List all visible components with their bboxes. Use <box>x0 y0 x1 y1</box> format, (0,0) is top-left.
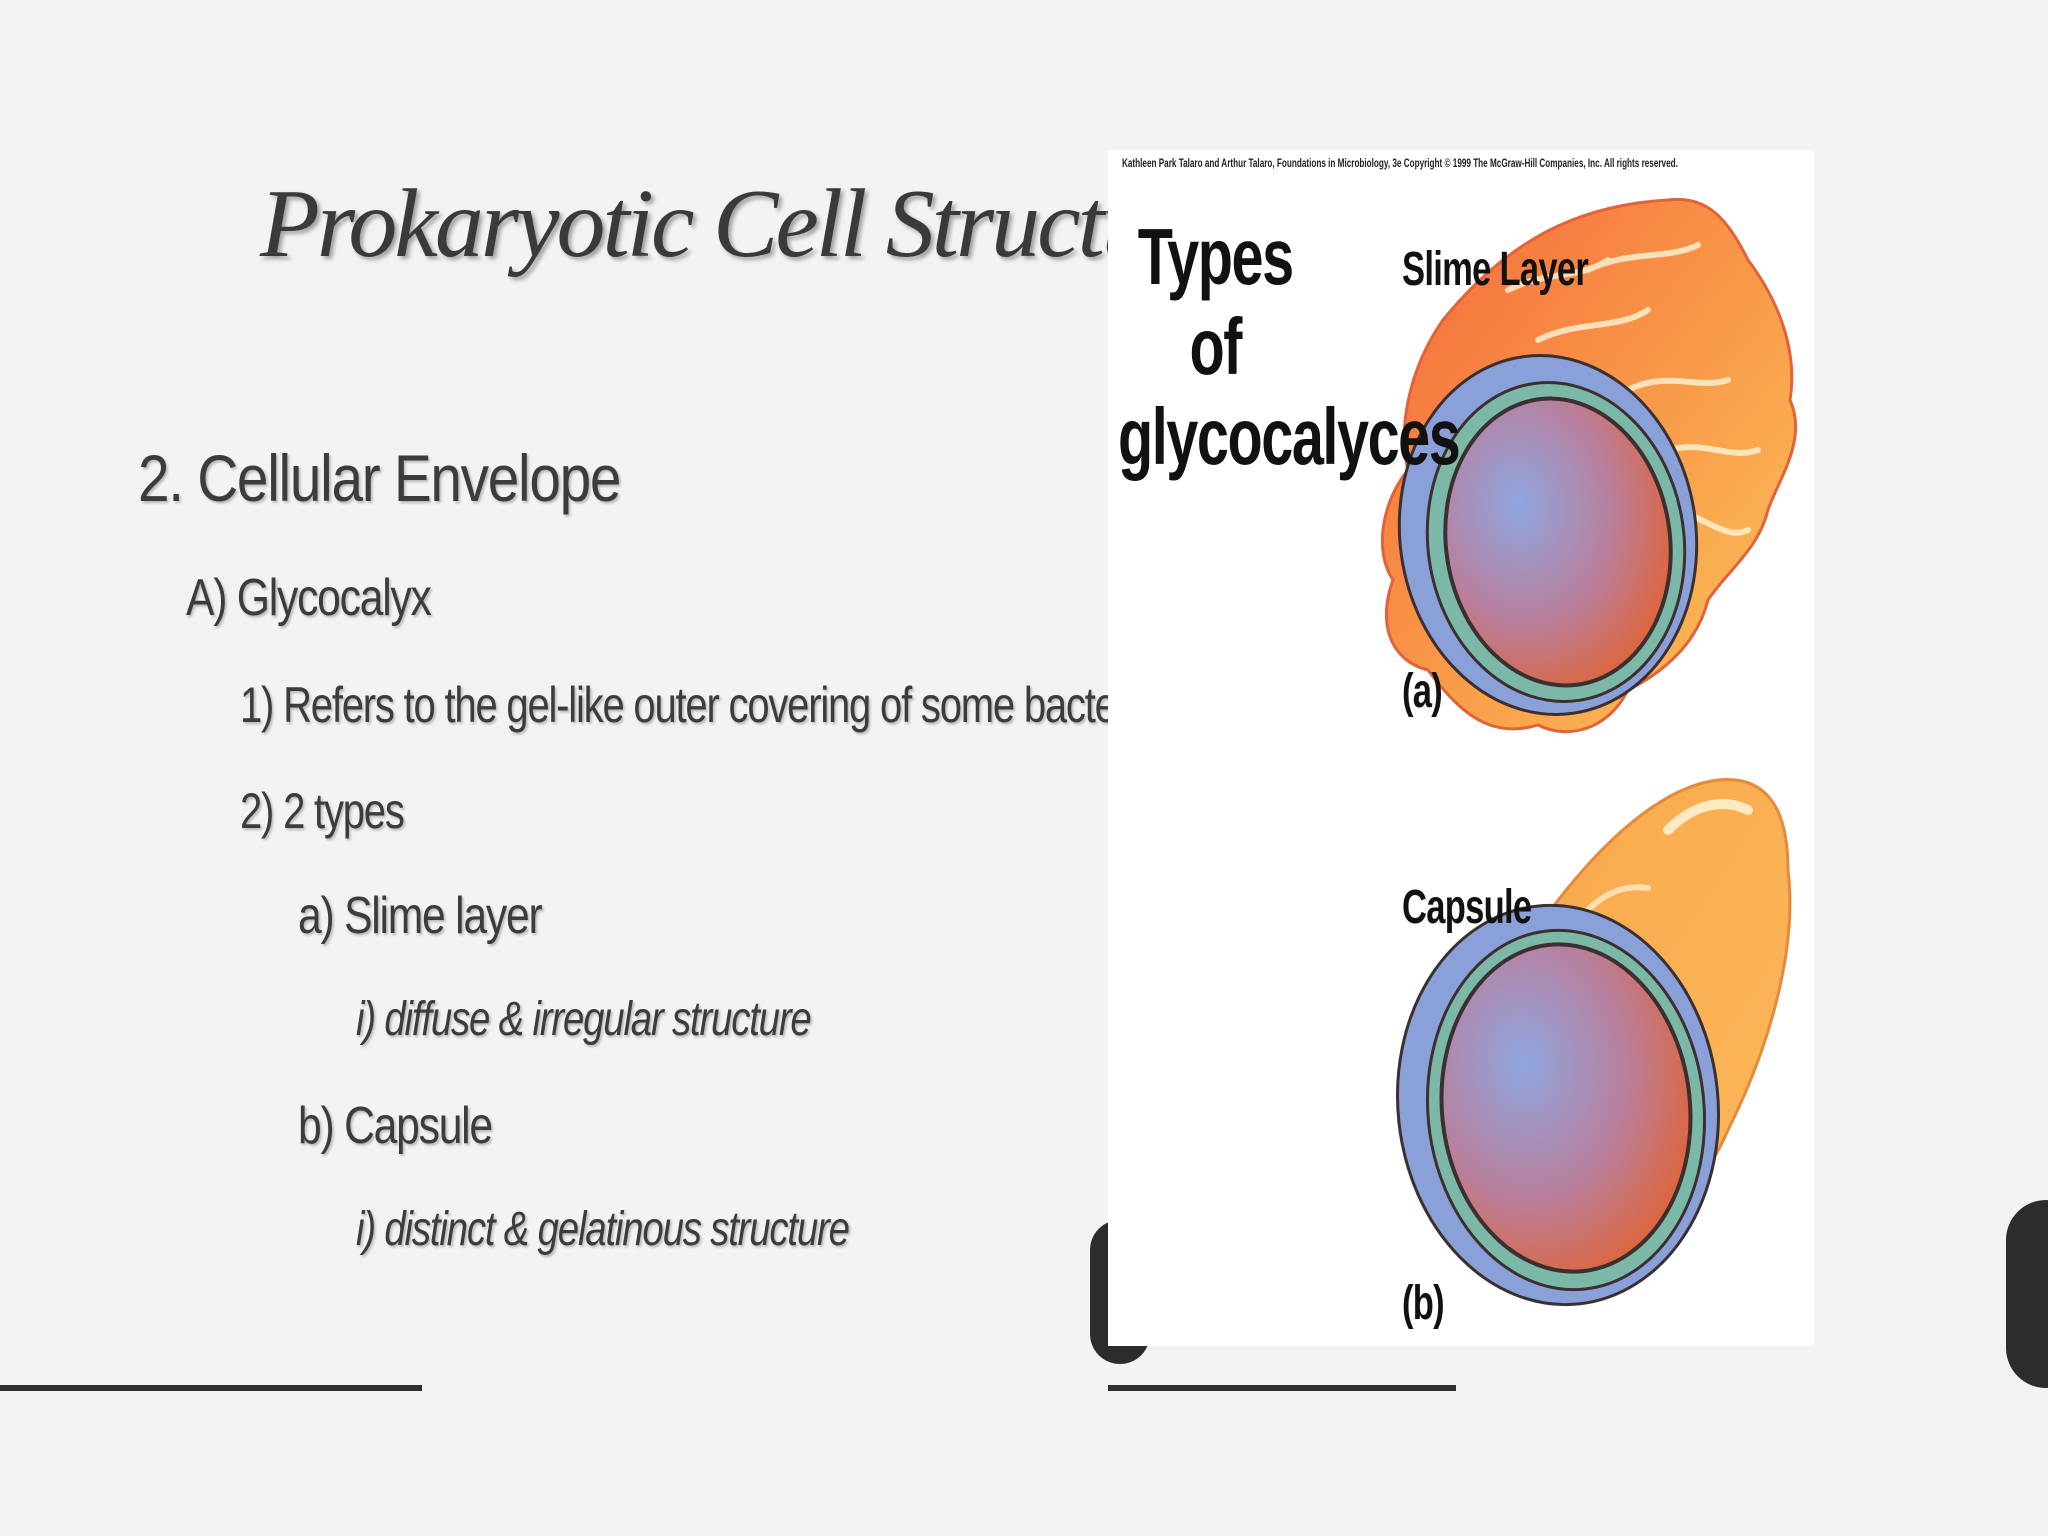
outline-item-capsule: b) Capsule <box>298 1097 493 1155</box>
capsule-diagram <box>1396 778 1792 1307</box>
outline-item-cellular-envelope: 2. Cellular Envelope <box>138 441 621 515</box>
outline-item-capsule-description: i) distinct & gelatinous structure <box>356 1203 850 1256</box>
glycocalyx-illustration <box>1380 197 1798 1307</box>
figure-heading: Types of glycocalyces <box>1118 212 1461 482</box>
outline-item-slime-description: i) diffuse & irregular structure <box>356 993 812 1046</box>
panel-b-label: (b) <box>1402 1277 1445 1330</box>
panel-a-label: (a) <box>1402 665 1443 718</box>
outline-item-two-types: 2) 2 types <box>240 783 405 839</box>
figure-heading-line2: glycocalyces <box>1118 392 1461 481</box>
outline-item-glycocalyx: A) Glycocalyx <box>186 569 432 627</box>
slide-title: Prokaryotic Cell Structure <box>260 170 1223 278</box>
left-divider-rule <box>0 1385 422 1391</box>
glycocalyx-figure: Kathleen Park Talaro and Arthur Talaro, … <box>1108 150 1814 1346</box>
right-divider-rule <box>1108 1385 1456 1391</box>
figure-heading-line1: Types of <box>1137 212 1294 391</box>
figure-credit: Kathleen Park Talaro and Arthur Talaro, … <box>1122 156 1678 170</box>
slime-layer-diagram <box>1380 197 1798 734</box>
outline-item-definition: 1) Refers to the gel-like outer covering… <box>240 677 1158 733</box>
slime-layer-label: Slime Layer <box>1402 243 1589 296</box>
outline-item-slime-layer: a) Slime layer <box>298 887 543 945</box>
capsule-label: Capsule <box>1402 881 1532 934</box>
decorative-dark-shape-right <box>2006 1200 2048 1388</box>
